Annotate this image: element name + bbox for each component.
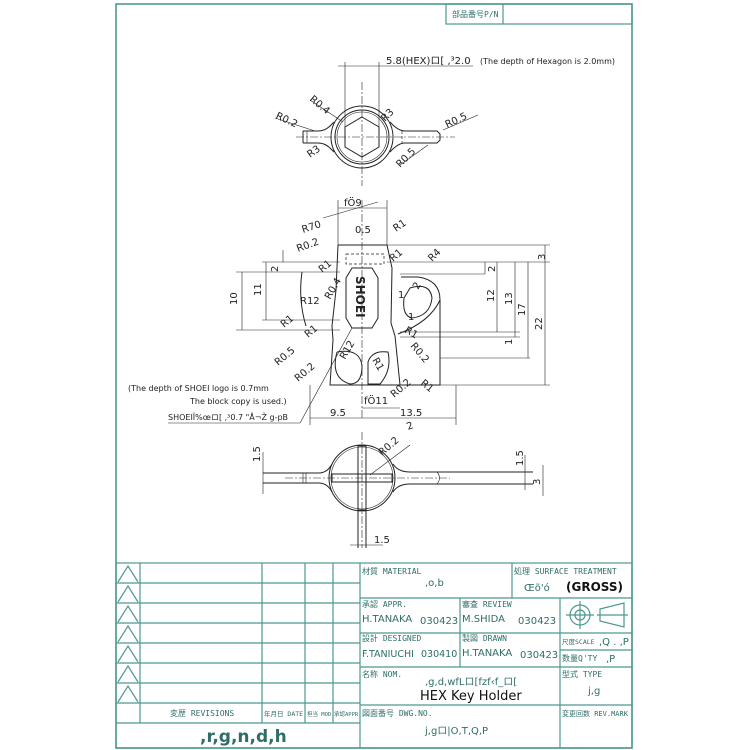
dim-13-5: 13.5 [400,408,422,419]
logo-callout: SHOEIÏ%œロ[ ,³0.7 "Å¬Ž g-pB [168,411,288,422]
surface-label: 処理 SURFACE TREATMENT [514,566,617,576]
dim-r0-4: R0.4 [307,94,332,117]
dim-r0-2-e: R0.2 [408,341,431,366]
dim-r1-c: R1 [279,313,296,330]
top-view: 5.8(HEX)ロ[ ,³2.0 (The depth of Hexagon i… [274,56,615,186]
dim-9-5: 9.5 [330,408,346,419]
type-value: j,g [587,686,600,697]
dim-r0-5-front: R0.5 [273,345,298,368]
hex-depth-note: (The depth of Hexagon is 2.0mm) [480,57,615,66]
dim-r0-2-side: R0.2 [377,435,402,458]
dim-22: 22 [534,317,545,330]
dim-r1-g: R1 [369,356,385,373]
dim-r3-left: R3 [305,144,322,161]
dim-2-left: 2 [270,266,281,272]
dim-1-5-right: 1.5 [515,450,526,466]
dim-12: 12 [486,289,497,302]
dim-1-slot: 1 [398,290,404,301]
drawn-name: H.TANAKA [462,648,512,659]
rev-mark-label: 変更回数 REV.MARK [562,709,629,718]
designed-name: F.TANIUCHI [362,649,414,660]
revisions-label: 変歴 REVISIONS [170,708,234,718]
dim-dia-11: fÖ11 [364,394,388,407]
dim-r1-e: R1 [403,325,420,341]
dim-dia-9: fÖ9 [344,196,362,209]
appr-label: 承認 APPR. [362,599,407,609]
drawn-label: 製図 DRAWN [462,633,507,643]
review-label: 審査 REVIEW [462,599,512,609]
material-value: ,o,b [425,578,444,589]
dim-1-5-left: 1.5 [252,446,263,462]
title-block: 変歴 REVISIONS 年月日 DATE 担当 MOD 承認APPR ,r,g… [115,562,633,749]
dim-r0-2: R0.2 [274,111,299,131]
dim-r1-top: R1 [391,218,408,235]
dim-2-slot: 2 [411,280,424,291]
dim-3-side: 3 [532,479,543,485]
scale-value: ,Q . ,P [599,637,629,648]
dim-11: 11 [253,283,264,296]
dim-r12-left: R12 [300,296,320,307]
dim-r70: R70 [301,219,323,236]
qty-label: 数量Q'TY [562,653,597,663]
block-copy-note: The block copy is used.) [189,397,287,406]
part-name: HEX Key Holder [420,689,522,704]
projection-symbol-icon [566,601,628,629]
material-label: 材質 MATERIAL [362,566,422,576]
dim-r0-2-top: R0.2 [295,237,320,255]
review-name: M.SHIDA [462,614,505,625]
designed-label: 設計 DESIGNED [362,633,422,643]
appr-date: 030423 [420,616,458,627]
revision-triangle-icons [117,564,139,703]
dim-r1-f: R1 [418,378,435,395]
name-code: ,g,d,wfLロ[fzf‹f_ロ[ [425,677,517,688]
mod-label: 担当 MOD [307,710,331,718]
dim-1-right: 1 [504,339,515,345]
hex-key-slot [403,285,433,319]
dim-r1-a: R1 [317,258,334,275]
appr-name: H.TANAKA [362,614,412,625]
dwg-no-label: 図面番号 DWG.NO. [362,708,433,718]
dim-r0-2-front: R0.2 [293,361,318,384]
dim-r0-2-f: R0.2 [389,377,414,400]
hex-callout: 5.8(HEX)ロ[ ,³2.0 [386,56,471,67]
dim-2-right: 2 [487,266,498,272]
dim-1-mid: 1 [408,312,414,323]
qty-value: ,P [606,654,615,665]
dim-r4: R4 [426,247,443,264]
dim-r0-5-bottom: R0.5 [394,146,418,170]
dim-0-5: 0.5 [355,225,371,236]
part-number-box: 部品番号P/N [445,3,633,25]
name-label: 名称 NOM. [362,669,402,679]
designed-date: 030410 [421,649,457,660]
date-label: 年月日 DATE [264,709,303,718]
surface-value-code: Œõ'ó [524,582,550,594]
part-number-label: 部品番号P/N [452,9,499,19]
front-view: SHOEI fÖ9 R70 0.5 R1 R0.2 R1 R1 R4 2 [128,196,550,433]
dwg-no-value: j,gロ|O,T,Q,P [424,726,488,737]
dim-2-bottom: 2 [405,420,415,433]
drawn-date: 030423 [520,650,558,661]
dim-17: 17 [517,303,528,316]
dim-1-5-bottom: 1.5 [374,535,390,546]
scale-label: 尺度SCALE [562,637,595,646]
dim-r0-4-front: R0.4 [323,276,344,301]
dim-r12-center: R12 [338,339,357,362]
shoei-logo: SHOEI [353,276,367,318]
appr-column-label: 承認APPR [334,710,359,718]
surface-value: (GROSS) [566,580,623,594]
company-name: ,r,g,n,d,h [200,727,287,747]
review-date: 030423 [518,616,556,627]
shoei-logo-outline [345,267,379,329]
dim-r0-5-top: R0.5 [444,111,469,131]
logo-depth-note: (The depth of SHOEI logo is 0.7mm [128,384,269,393]
dim-13: 13 [504,292,515,305]
dim-3: 3 [537,254,548,260]
type-label: 型式 TYPE [562,669,602,679]
dim-10: 10 [229,292,240,305]
side-view: R0.2 1.5 1.5 3 1.5 [252,432,544,548]
